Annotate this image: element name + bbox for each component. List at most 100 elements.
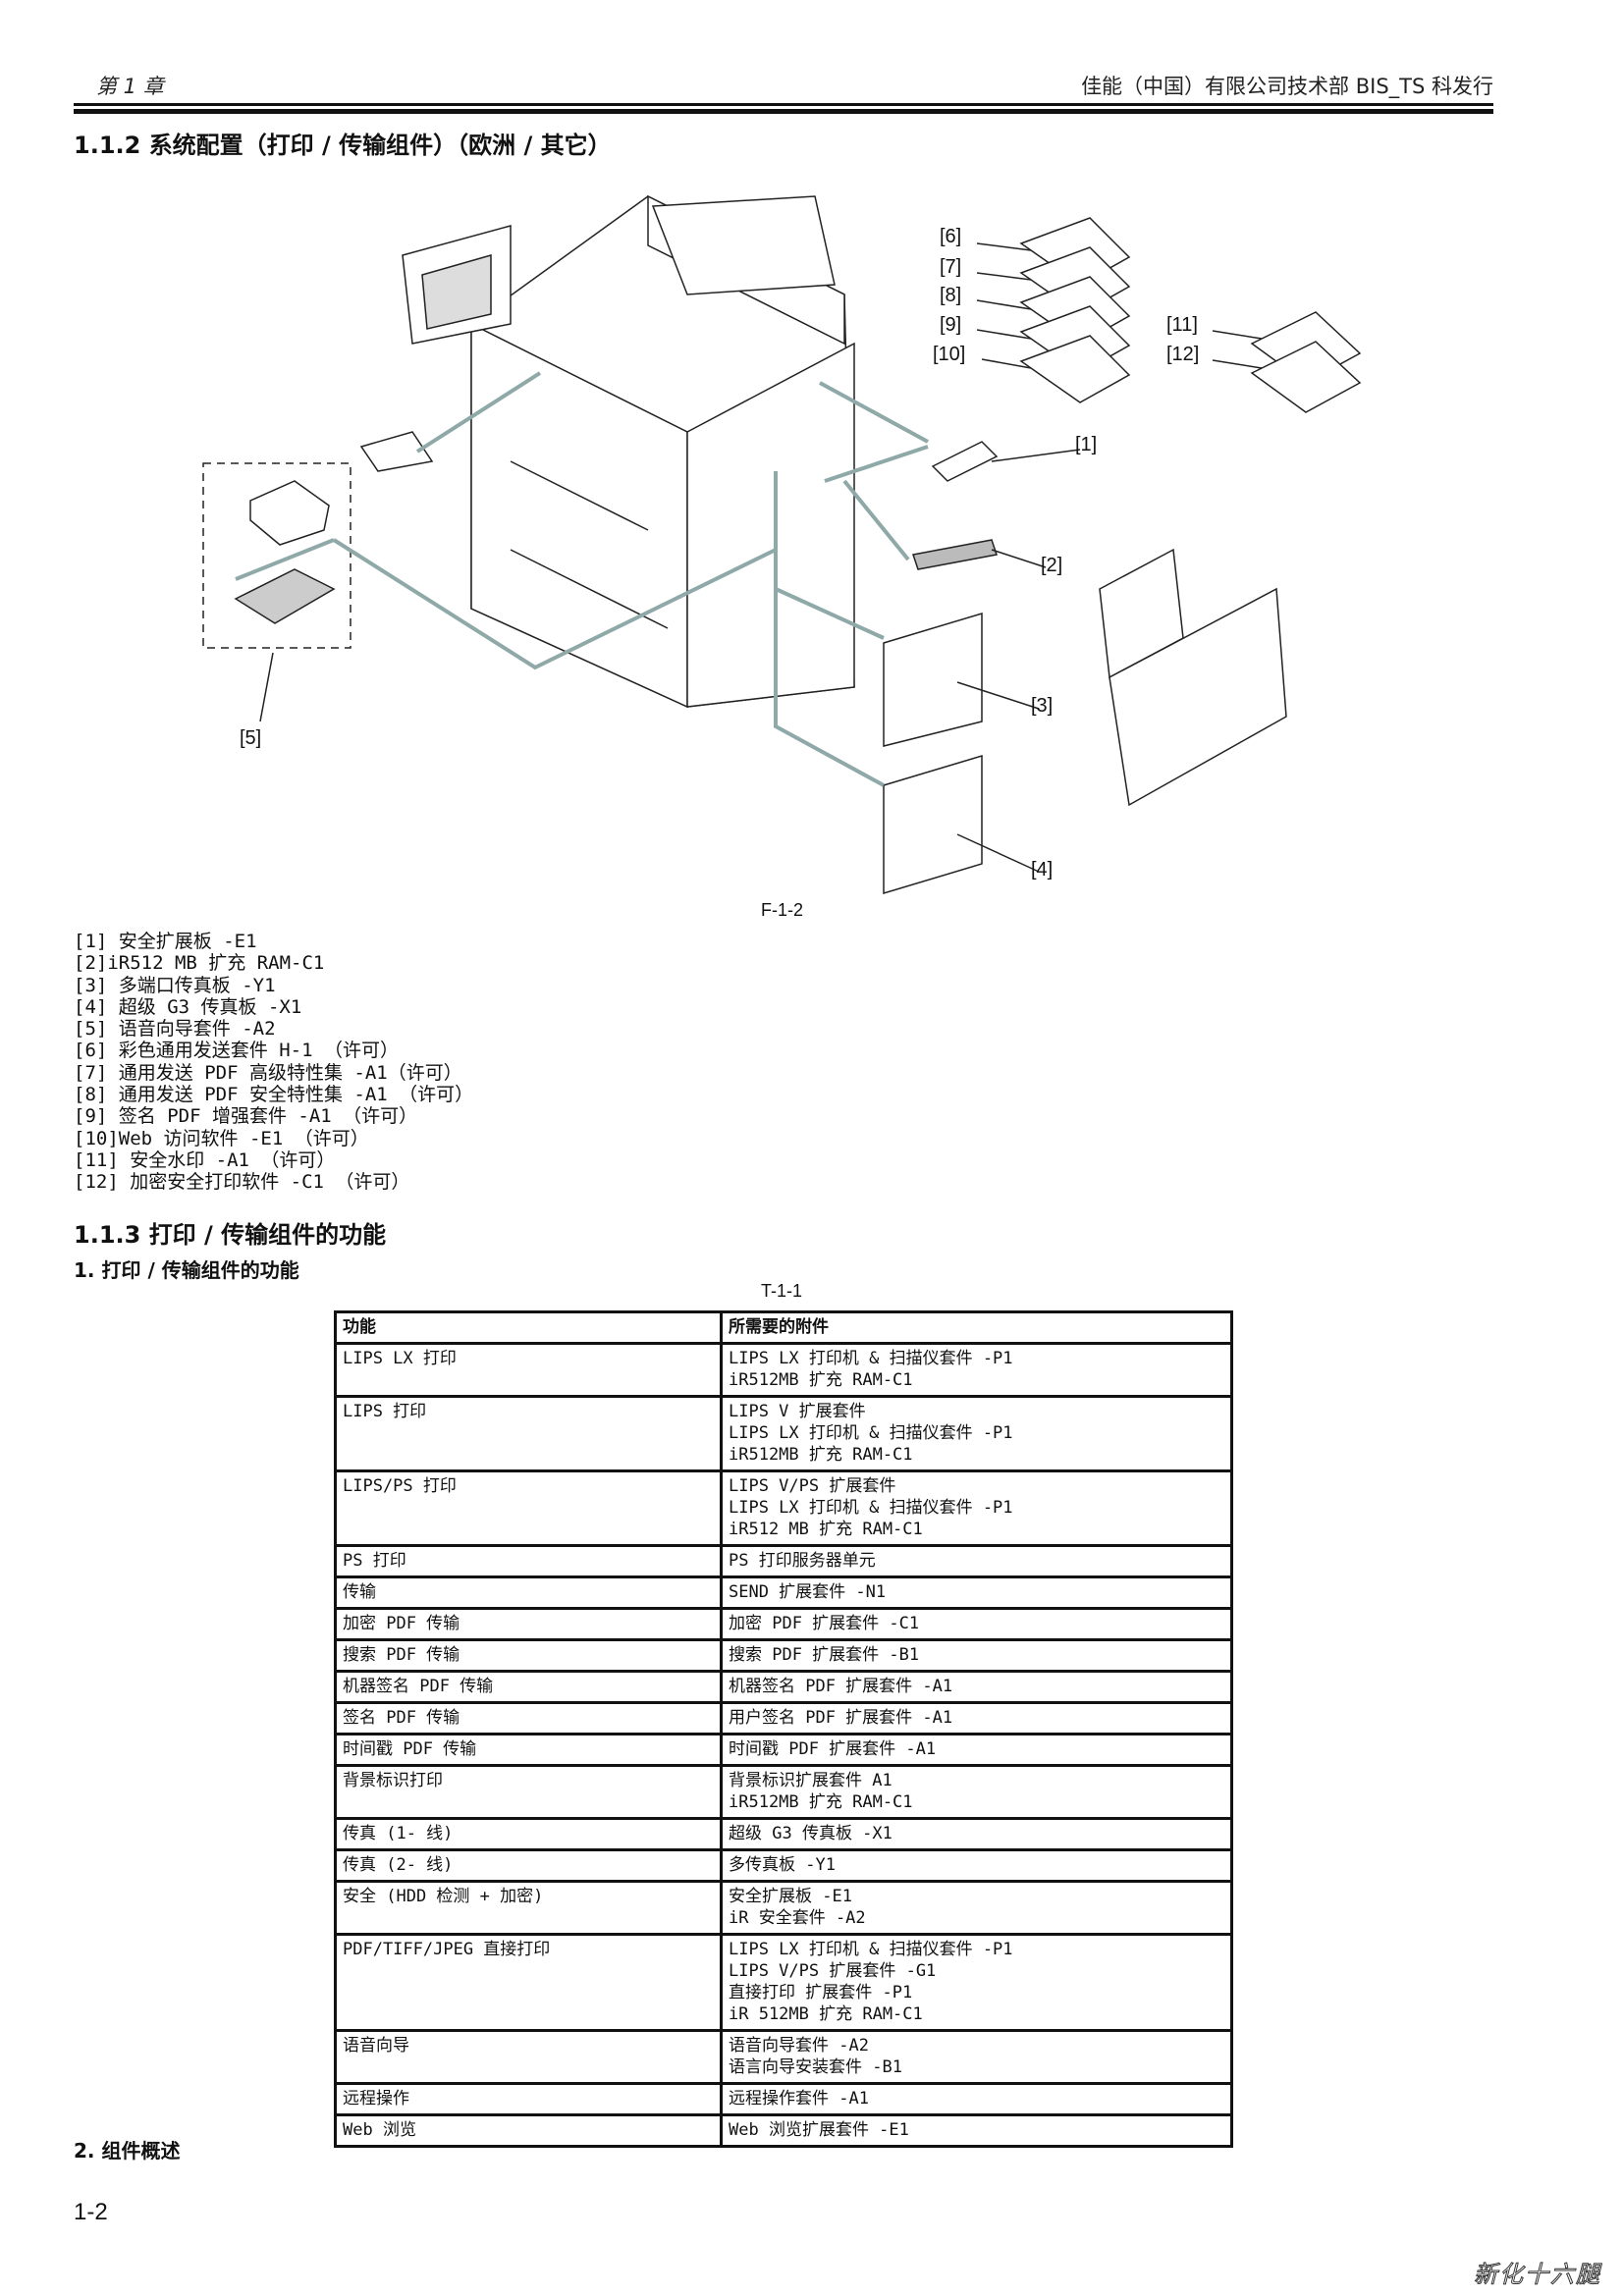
cell-line: LIPS LX 打印机 & 扫描仪套件 -P1 — [729, 1349, 1013, 1368]
figure-caption: F-1-2 — [761, 900, 804, 920]
cell-line: 传真 (2- 线) — [343, 1855, 454, 1875]
function-cell: 安全 (HDD 检测 + 加密) — [334, 1880, 723, 1936]
accessories-cell: PS 打印服务器单元 — [720, 1544, 1233, 1578]
cell-line: PDF/TIFF/JPEG 直接打印 — [343, 1940, 551, 1959]
fax-board-3 — [883, 612, 983, 747]
parts-list-item: [7] 通用发送 PDF 高级特性集 -A1（许可） — [74, 1061, 462, 1084]
cell-line: 签名 PDF 传输 — [343, 1708, 460, 1728]
table-row: 传真 (2- 线) 多传真板 -Y1 — [334, 1848, 1233, 1883]
cell-line: 语音向导套件 -A2 — [729, 2036, 869, 2056]
parts-list-item: [1] 安全扩展板 -E1 — [74, 931, 257, 952]
voice-kit-unit — [249, 480, 330, 546]
cell-line: LIPS LX 打印机 & 扫描仪套件 -P1 — [729, 1940, 1013, 1959]
parts-list: [1] 安全扩展板 -E1[2]iR512 MB 扩充 RAM-C1[3] 多端… — [74, 931, 473, 1194]
cell-line: 加密 PDF 传输 — [343, 1614, 460, 1633]
chapter-label: 第 1 章 — [96, 75, 164, 98]
watermark: 新化十六腿 — [1474, 2261, 1601, 2289]
copier-illustration — [402, 194, 855, 709]
section-title-1-1-3: 1.1.3 打印 / 传输组件的功能 — [74, 1221, 387, 1249]
table-row: PS 打印 PS 打印服务器单元 — [334, 1544, 1233, 1578]
callout-8: [8] — [940, 285, 962, 306]
function-cell: LIPS 打印 — [334, 1395, 723, 1472]
function-cell: 机器签名 PDF 传输 — [334, 1670, 723, 1704]
parts-list-item: [8] 通用发送 PDF 安全特性集 -A1 （许可） — [74, 1084, 474, 1106]
cell-line: 超级 G3 传真板 -X1 — [729, 1824, 893, 1843]
cell-line: LIPS V/PS 扩展套件 — [729, 1476, 896, 1496]
subsection-title-2: 2. 组件概述 — [74, 2139, 181, 2163]
cell-line: 搜索 PDF 扩展套件 -B1 — [729, 1645, 920, 1665]
rear-cover — [1109, 587, 1287, 807]
cell-line: 多传真板 -Y1 — [729, 1855, 836, 1875]
parts-list-item: [11] 安全水印 -A1 （许可） — [74, 1148, 336, 1171]
page-number: 1-2 — [74, 2199, 108, 2225]
accessories-cell: 时间戳 PDF 扩展套件 -A1 — [720, 1733, 1233, 1767]
function-cell: 搜索 PDF 传输 — [334, 1638, 723, 1673]
accessories-cell: 用户签名 PDF 扩展套件 -A1 — [720, 1701, 1233, 1735]
table-row: 远程操作远程操作套件 -A1 — [334, 2082, 1233, 2116]
cell-line: Web 浏览扩展套件 -E1 — [729, 2120, 909, 2140]
cell-line: 时间戳 PDF 传输 — [343, 1739, 477, 1759]
voice-kit-board — [234, 568, 336, 624]
function-cell: 背景标识打印 — [334, 1764, 723, 1820]
callout-11: [11] — [1166, 314, 1198, 336]
cell-line: LIPS LX 打印机 & 扫描仪套件 -P1 — [729, 1498, 1013, 1518]
cell-line: 加密 PDF 扩展套件 -C1 — [729, 1614, 920, 1633]
parts-list-item: [2]iR512 MB 扩充 RAM-C1 — [74, 952, 325, 975]
cell-line: LIPS V/PS 扩展套件 -G1 — [729, 1961, 937, 1981]
callout-12: [12] — [1166, 344, 1200, 365]
accessories-cell: 搜索 PDF 扩展套件 -B1 — [720, 1638, 1233, 1673]
cell-line: 机器签名 PDF 传输 — [343, 1677, 494, 1696]
cell-line: 安全 (HDD 检测 + 加密) — [343, 1887, 544, 1906]
parts-list-item: [3] 多端口传真板 -Y1 — [74, 974, 276, 996]
function-cell: 加密 PDF 传输 — [334, 1607, 723, 1641]
callout-2: [2] — [1041, 555, 1063, 576]
cell-line: SEND 扩展套件 -N1 — [729, 1582, 887, 1602]
license-papers-6-10 — [1019, 217, 1131, 403]
callout-4: [4] — [1031, 859, 1054, 881]
cell-line: PS 打印 — [343, 1551, 406, 1571]
system-configuration-diagram — [202, 194, 1362, 895]
cell-line: LIPS/PS 打印 — [343, 1476, 457, 1496]
connector-lines — [235, 371, 929, 787]
function-cell: PDF/TIFF/JPEG 直接打印 — [334, 1933, 723, 2032]
accessories-cell: Web 浏览扩展套件 -E1 — [720, 2113, 1233, 2148]
function-cell: Web 浏览 — [334, 2113, 723, 2148]
function-cell: 语音向导 — [334, 2029, 723, 2085]
callout-1: [1] — [1075, 434, 1098, 455]
table-row: 机器签名 PDF 传输 机器签名 PDF 扩展套件 -A1 — [334, 1670, 1233, 1704]
table-row: 时间戳 PDF 传输 时间戳 PDF 扩展套件 -A1 — [334, 1733, 1233, 1767]
column-header-accessories: 所需要的附件 — [720, 1310, 1233, 1345]
accessories-cell: 机器签名 PDF 扩展套件 -A1 — [720, 1670, 1233, 1704]
column-header-function: 功能 — [334, 1310, 723, 1345]
cell-line: 远程操作 — [343, 2089, 409, 2109]
cell-line: 搜索 PDF 传输 — [343, 1645, 460, 1665]
cell-line: 语音向导 — [343, 2036, 409, 2056]
cell-line: 传真 (1- 线) — [343, 1824, 454, 1843]
section-title-1-1-2: 1.1.2 系统配置（打印 / 传输组件）（欧洲 / 其它） — [74, 132, 612, 159]
cell-line: 时间戳 PDF 扩展套件 -A1 — [729, 1739, 937, 1759]
function-cell: 签名 PDF 传输 — [334, 1701, 723, 1735]
header-rule-thick — [74, 109, 1493, 114]
parts-list-item: [4] 超级 G3 传真板 -X1 — [74, 995, 302, 1018]
cell-line: 语言向导安装套件 -B1 — [729, 2057, 902, 2077]
callout-6: [6] — [940, 226, 962, 247]
leader-lines — [259, 242, 1263, 873]
function-cell: LIPS/PS 打印 — [334, 1469, 723, 1547]
cell-line: Web 浏览 — [343, 2120, 416, 2140]
cell-line: LIPS V 扩展套件 — [729, 1402, 866, 1421]
parts-list-item: [5] 语音向导套件 -A2 — [74, 1018, 276, 1041]
parts-list-item: [6] 彩色通用发送套件 H-1 （许可） — [74, 1040, 399, 1062]
fax-board-4 — [883, 754, 983, 895]
table-row: 签名 PDF 传输 用户签名 PDF 扩展套件 -A1 — [334, 1701, 1233, 1735]
subsection-title-1: 1. 打印 / 传输组件的功能 — [74, 1258, 299, 1282]
cell-line: 机器签名 PDF 扩展套件 -A1 — [729, 1677, 953, 1696]
